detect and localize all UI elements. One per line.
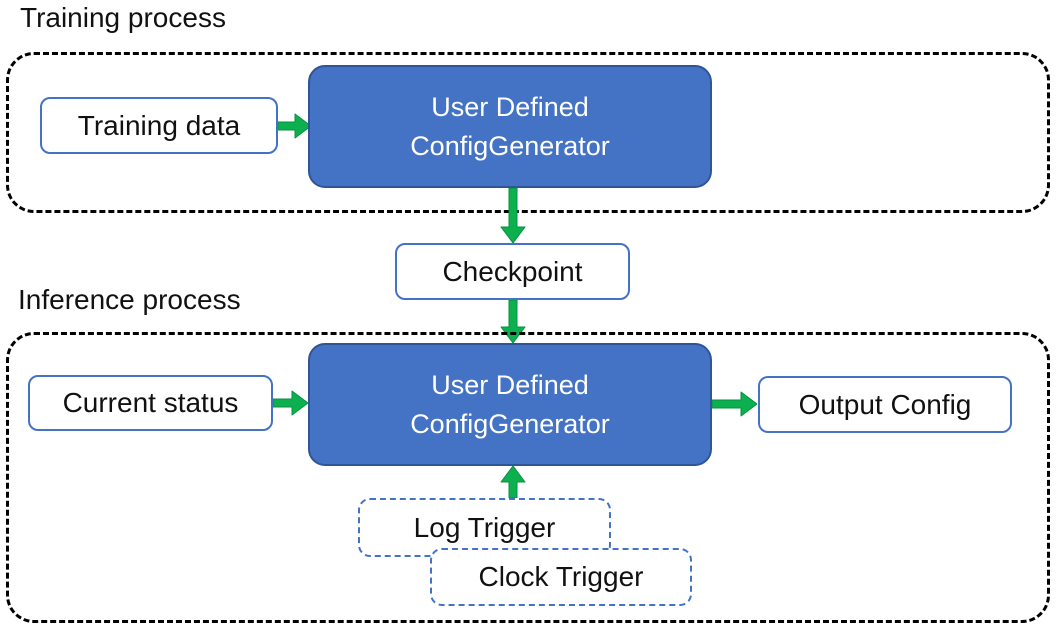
training-process-container [6, 52, 1050, 213]
inference-generator-line1: User Defined [431, 370, 589, 401]
training-process-label: Training process [20, 2, 226, 33]
clock-trigger-label: Clock Trigger [478, 561, 644, 592]
checkpoint-box: Checkpoint [395, 243, 630, 300]
inference-process-container [6, 332, 1050, 623]
log-trigger-label: Log Trigger [413, 511, 556, 543]
inference-generator-line2: ConfigGenerator [410, 408, 610, 439]
triggers-to-generator-arrow [500, 466, 526, 498]
output-config-label: Output Config [798, 388, 972, 420]
checkpoint-label: Checkpoint [442, 255, 583, 287]
clock-trigger-box: Clock Trigger [430, 548, 692, 606]
generator-to-checkpoint-arrow [500, 188, 526, 243]
output-config-box: Output Config [758, 376, 1012, 433]
current-status-label: Current status [62, 387, 239, 418]
training-data-to-generator-arrow [278, 113, 311, 139]
inference-process-label: Inference process [18, 284, 241, 315]
generator-to-output-arrow [712, 391, 757, 417]
training-data-box: Training data [40, 97, 278, 154]
inference-generator-box: User Defined ConfigGenerator [308, 343, 712, 466]
current-status-to-generator-arrow [273, 390, 308, 416]
training-generator-line1: User Defined [431, 92, 589, 123]
training-generator-box: User Defined ConfigGenerator [308, 65, 712, 188]
current-status-box: Current status [28, 375, 273, 431]
training-data-label: Training data [77, 109, 241, 141]
training-generator-line2: ConfigGenerator [410, 130, 610, 161]
